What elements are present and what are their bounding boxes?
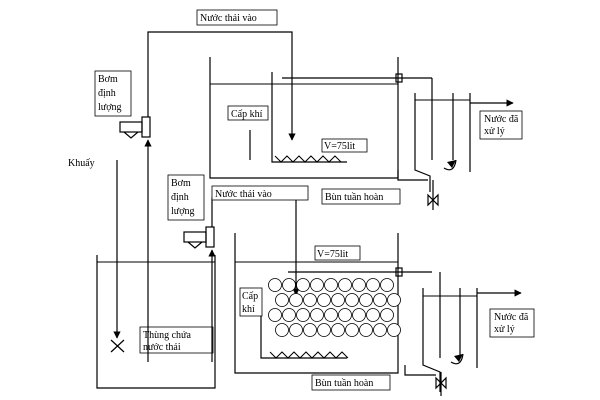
- sludge-1-label: Bùn tuần hoàn: [325, 192, 383, 203]
- pump-1-label-box: [94, 70, 132, 117]
- pump-1-label-line1: Bơm: [98, 74, 118, 85]
- carrier-ball: [359, 323, 373, 337]
- carrier-ball: [380, 308, 394, 322]
- carrier-ball: [303, 293, 317, 307]
- carrier-ball: [366, 308, 380, 322]
- carrier-ball: [268, 278, 282, 292]
- carrier-ball: [352, 278, 366, 292]
- feed-line-2: [211, 197, 300, 296]
- pump-2-label-line2: định: [171, 192, 189, 203]
- carrier-ball: [303, 323, 317, 337]
- carrier-ball: [275, 293, 289, 307]
- diffusers-2: [269, 351, 349, 359]
- volume-2-label-box: [314, 245, 361, 261]
- carrier-ball: [387, 323, 401, 337]
- carrier-ball: [324, 308, 338, 322]
- tank-label-line1: Thùng chứa: [143, 330, 191, 341]
- carrier-ball: [373, 323, 387, 337]
- treated-1-label-line1: Nước đã: [484, 114, 519, 125]
- inflow-mid-label: Nước thải vào: [215, 189, 272, 200]
- carrier-ball: [296, 308, 310, 322]
- sludge-scraper-2: [450, 353, 464, 365]
- carrier-ball: [275, 323, 289, 337]
- carrier-ball: [366, 278, 380, 292]
- volume-1-label-box: [321, 138, 368, 153]
- air-2-label-line1: Cấp: [242, 291, 258, 302]
- carrier-ball: [338, 278, 352, 292]
- carrier-ball: [317, 293, 331, 307]
- carrier-ball: [345, 293, 359, 307]
- air-2-label-box: [239, 287, 263, 317]
- pump-1-label-line2: định: [98, 88, 116, 99]
- inflow-top-label: Nước thải vào: [200, 13, 257, 24]
- treated-1-label-box: [479, 110, 523, 140]
- diffusers-1: [274, 155, 342, 163]
- valve-1: [427, 193, 439, 207]
- air-1-label-box: [227, 105, 269, 121]
- sludge-2-label-box: [311, 374, 391, 391]
- carrier-ball: [289, 323, 303, 337]
- carrier-ball: [317, 323, 331, 337]
- reactor-2: [234, 233, 432, 374]
- carrier-ball: [310, 278, 324, 292]
- treated-2-label-box: [489, 308, 535, 338]
- pump-2-label-box: [167, 174, 205, 221]
- inflow-top-label-box: [196, 9, 278, 26]
- air-2-label-line2: khí: [242, 304, 255, 315]
- carrier-ball: [268, 308, 282, 322]
- carrier-ball: [387, 293, 401, 307]
- pump-2: [183, 226, 215, 249]
- clarifier-1: [397, 78, 514, 210]
- carrier-ball: [380, 278, 394, 292]
- air-pipe-1: [271, 72, 347, 163]
- inflow-mid-label-box: [211, 185, 309, 201]
- carrier-ball: [331, 323, 345, 337]
- carrier-ball: [373, 293, 387, 307]
- sludge-1-label-box: [321, 188, 401, 205]
- biofilm-carriers: [268, 278, 401, 337]
- clarifier-2: [404, 272, 522, 396]
- carrier-ball: [324, 278, 338, 292]
- carrier-ball: [310, 308, 324, 322]
- air-pipe-2: [260, 300, 347, 359]
- air-1-label: Cấp khí: [231, 109, 263, 120]
- pump-1-label-line3: lượng: [98, 102, 122, 113]
- carrier-ball: [282, 308, 296, 322]
- tank-label-line2: nước thải: [143, 342, 181, 353]
- carrier-ball: [331, 293, 345, 307]
- sludge-2-label: Bùn tuần hoàn: [315, 378, 373, 389]
- carrier-ball: [296, 278, 310, 292]
- carrier-ball: [352, 308, 366, 322]
- stirrer-blade: [110, 339, 125, 353]
- reactor-1: [209, 57, 432, 179]
- treated-2-label-line1: Nước đã: [494, 312, 529, 323]
- feed-line-1: [147, 31, 296, 141]
- treated-1-label-line2: xử lý: [484, 126, 505, 137]
- treated-2-label-line2: xử lý: [494, 324, 515, 335]
- tank-label-box: [139, 326, 214, 354]
- feed-tank: Thùng chứa nước thải: [96, 160, 216, 389]
- volume-2-label: V=75lit: [317, 249, 348, 260]
- volume-1-label: V=75lit: [324, 141, 355, 152]
- valve-2: [435, 376, 447, 390]
- carrier-ball: [338, 308, 352, 322]
- pump-1: [119, 116, 151, 139]
- sludge-scraper-1: [443, 159, 457, 171]
- pump-2-label-line1: Bơm: [171, 178, 191, 189]
- carrier-ball: [282, 278, 296, 292]
- carrier-ball: [289, 293, 303, 307]
- carrier-ball: [359, 293, 373, 307]
- pump-2-label-line3: lượng: [171, 206, 195, 217]
- carrier-ball: [345, 323, 359, 337]
- stirrer-label: Khuấy: [68, 158, 95, 169]
